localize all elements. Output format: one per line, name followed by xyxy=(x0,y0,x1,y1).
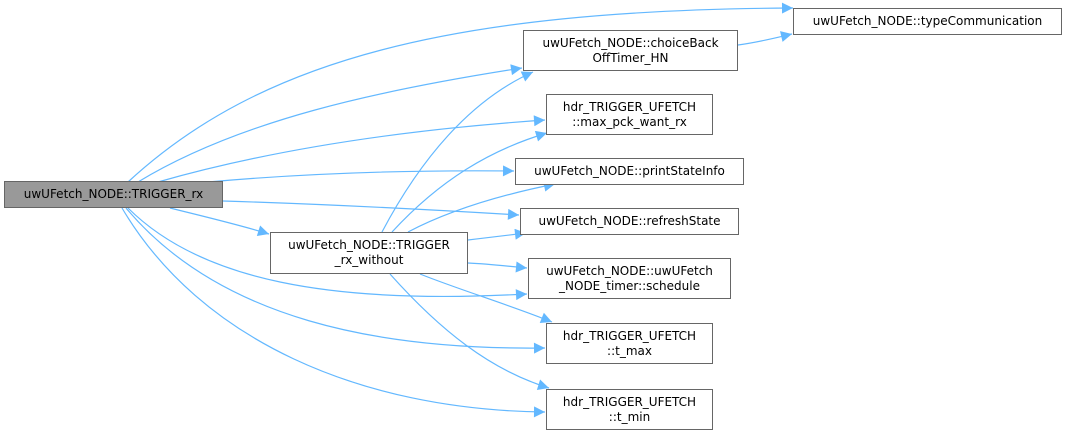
edge-trigger-rx-to-trigger-rx-without xyxy=(169,207,270,236)
edge-trigger-rx-to-refresh-state xyxy=(222,200,520,220)
edge-trigger-rx-to-choice-backoff xyxy=(137,64,523,183)
edge-trigger-rx-without-to-t-min xyxy=(389,273,550,391)
edge-trigger-rx-to-print-state xyxy=(207,165,515,183)
edge-trigger-rx-to-schedule xyxy=(127,207,528,301)
node-type-communication[interactable]: uwUFetch_NODE::typeCommunication xyxy=(793,8,1062,35)
node-timer-schedule[interactable]: uwUFetch_NODE::uwUFetch _NODE_timer::sch… xyxy=(528,258,731,299)
node-trigger-rx: uwUFetch_NODE::TRIGGER_rx xyxy=(4,181,223,208)
edge-trigger-rx-without-to-choice-backoff xyxy=(381,71,534,233)
edge-trigger-rx-to-t-max xyxy=(125,207,546,354)
node-refresh-state[interactable]: uwUFetch_NODE::refreshState xyxy=(520,208,739,235)
node-t-max[interactable]: hdr_TRIGGER_UFETCH ::t_max xyxy=(546,323,713,364)
edge-trigger-rx-without-to-max-pck xyxy=(391,130,548,233)
node-print-state-info[interactable]: uwUFetch_NODE::printStateInfo xyxy=(515,158,744,185)
edge-trigger-rx-to-t-min xyxy=(121,207,546,418)
edge-trigger-rx-without-to-print-state xyxy=(407,180,556,233)
edge-trigger-rx-to-max-pck xyxy=(157,115,546,183)
node-max-pck-want-rx[interactable]: hdr_TRIGGER_UFETCH ::max_pck_want_rx xyxy=(546,94,713,135)
edge-trigger-rx-to-type-comm xyxy=(127,2,794,183)
node-trigger-rx-without[interactable]: uwUFetch_NODE::TRIGGER _rx_without xyxy=(270,232,468,274)
edge-trigger-rx-without-to-schedule xyxy=(467,261,528,273)
edge-trigger-rx-without-to-refresh-state xyxy=(467,228,527,241)
edge-trigger-rx-without-to-t-max xyxy=(419,273,553,323)
edge-choice-backoff-to-type-comm xyxy=(737,31,793,46)
node-choice-backoff-timer-hn[interactable]: uwUFetch_NODE::choiceBack OffTimer_HN xyxy=(523,30,738,71)
node-t-min[interactable]: hdr_TRIGGER_UFETCH ::t_min xyxy=(546,389,713,430)
